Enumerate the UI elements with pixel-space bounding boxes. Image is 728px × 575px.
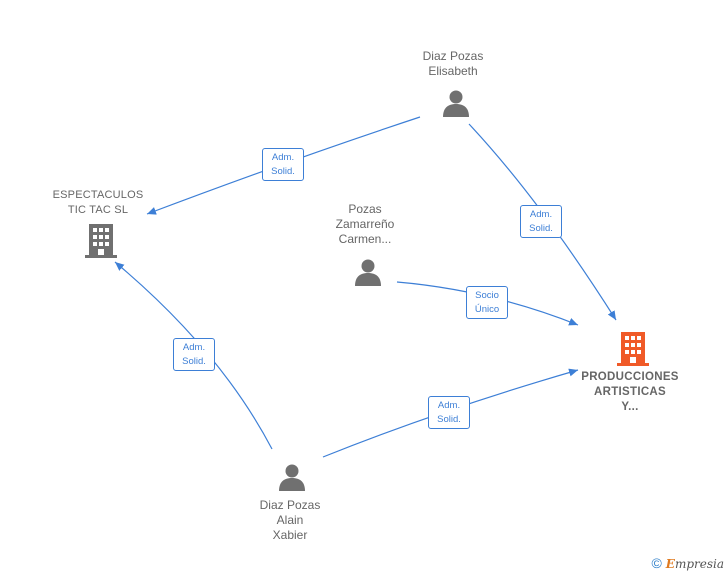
building-icon[interactable] bbox=[617, 330, 649, 366]
edge-label-elisabeth-producciones[interactable]: Adm. Solid. bbox=[520, 205, 562, 238]
person-icon[interactable] bbox=[441, 88, 471, 118]
node-label-producciones[interactable]: PRODUCCIONES ARTISTICAS Y... bbox=[581, 371, 679, 413]
copyright-icon: © bbox=[651, 555, 662, 571]
edge-label-alain-espectaculos[interactable]: Adm. Solid. bbox=[173, 338, 215, 371]
node-label-espectaculos[interactable]: ESPECTACULOS TIC TAC SL bbox=[52, 189, 144, 216]
building-icon[interactable] bbox=[85, 222, 117, 258]
person-icon[interactable] bbox=[277, 462, 307, 492]
node-label-alain[interactable]: Diaz Pozas Alain Xabier bbox=[259, 498, 321, 542]
node-label-carmen[interactable]: Pozas Zamarreño Carmen... bbox=[335, 202, 395, 246]
edge-label-alain-producciones[interactable]: Adm. Solid. bbox=[428, 396, 470, 429]
edge-label-elisabeth-espectaculos[interactable]: Adm. Solid. bbox=[262, 148, 304, 181]
person-icon[interactable] bbox=[353, 257, 383, 287]
brand-logo: Empresia bbox=[665, 557, 724, 571]
node-label-elisabeth[interactable]: Diaz Pozas Elisabeth bbox=[422, 49, 484, 78]
brand-footer[interactable]: ©Empresia bbox=[651, 555, 724, 571]
edge-label-carmen-producciones[interactable]: Socio Único bbox=[466, 286, 508, 319]
